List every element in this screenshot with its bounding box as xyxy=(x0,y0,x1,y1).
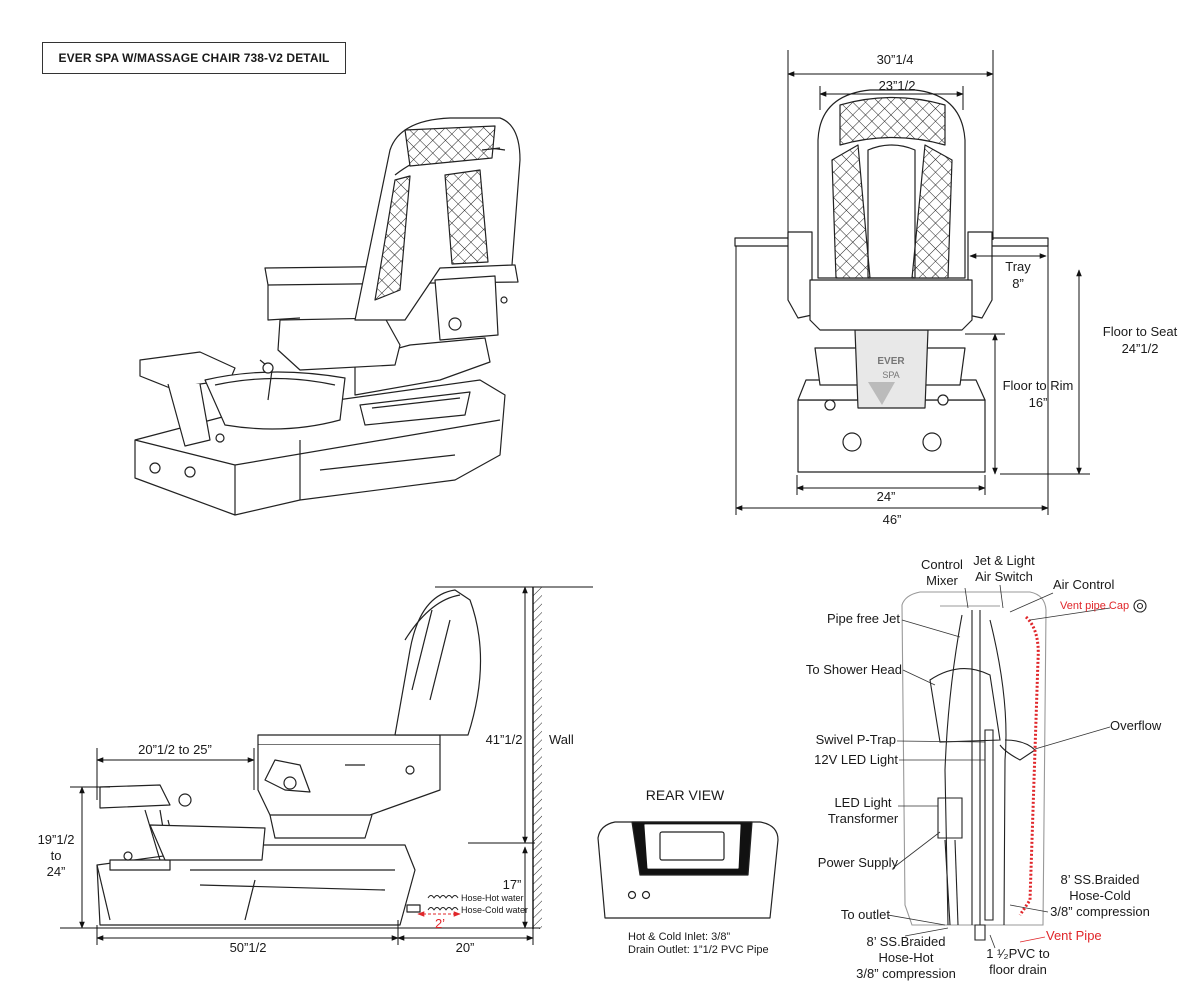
base-width-label: 24” xyxy=(876,489,896,504)
hose-hot-label-3: 3/8” compression xyxy=(856,966,956,981)
hose-cold-label-2: Hose-Cold xyxy=(1069,888,1131,903)
length-label: 50”1/2 xyxy=(229,940,267,955)
footrest-height-max: 24” xyxy=(46,864,66,879)
front-logo-bottom: SPA xyxy=(882,370,899,380)
jet-switch-label-2: Air Switch xyxy=(975,569,1033,584)
vent-pipe xyxy=(1018,615,1040,916)
overall-width-top-label: 30”1/4 xyxy=(876,52,914,67)
vent-pipe-label: Vent Pipe xyxy=(1046,928,1102,943)
led-transformer-label-2: Transformer xyxy=(827,811,899,826)
led-light-label: 12V LED Light xyxy=(814,752,898,767)
rear-inlet-note: Hot & Cold Inlet: 3/8” xyxy=(628,931,731,943)
drawing-title: EVER SPA W/MASSAGE CHAIR 738-V2 DETAIL xyxy=(42,42,346,74)
front-logo-top: EVER xyxy=(877,356,905,367)
hose-hot-label: Hose-Hot water xyxy=(461,893,524,903)
hose-cold-label-1: 8’ SS.Braided xyxy=(1060,872,1140,887)
floor-to-rim-label: Floor to Rim xyxy=(1002,378,1074,393)
control-mixer-label-2: Mixer xyxy=(926,573,958,588)
floor-to-rim-value: 16” xyxy=(1028,395,1048,410)
vent-pipe-cap-label: Vent pipe Cap xyxy=(1060,600,1130,612)
front-view-dimensions xyxy=(735,50,1090,515)
hose-cold-label-3: 3/8” compression xyxy=(1050,904,1150,919)
power-supply-label: Power Supply xyxy=(817,855,898,870)
tray-label: Tray xyxy=(1005,259,1031,274)
overflow-label: Overflow xyxy=(1110,718,1162,733)
footrest-range-label: 20”1/2 to 25” xyxy=(138,742,212,757)
clearance-label: 20” xyxy=(455,940,475,955)
side-view-chair xyxy=(96,589,482,926)
floor-to-seat-label: Floor to Seat xyxy=(1102,324,1178,339)
wall-gap-height-label: 17” xyxy=(502,877,522,892)
rear-drain-note: Drain Outlet: 1”1/2 PVC Pipe xyxy=(628,944,769,956)
hose-gap-label: 2’ xyxy=(434,916,446,931)
air-control-label: Air Control xyxy=(1053,577,1115,592)
rear-view-heading: REAR VIEW xyxy=(645,787,725,803)
shower-head-label: To Shower Head xyxy=(805,662,902,677)
plumbing-leaders xyxy=(887,584,1111,949)
height-label: 41”1/2 xyxy=(485,732,523,747)
control-mixer-label-1: Control xyxy=(921,557,963,572)
floor-to-seat-value: 24”1/2 xyxy=(1121,341,1159,356)
plumbing-diagram xyxy=(901,591,1147,941)
wall-label: Wall xyxy=(549,732,574,747)
front-view-chair xyxy=(734,89,1049,473)
footrest-height-to: to xyxy=(50,848,62,863)
to-outlet-label: To outlet xyxy=(840,907,890,922)
pvc-label-1: 1 ¹⁄₂PVC to xyxy=(986,946,1050,961)
backrest-width-label: 23”1/2 xyxy=(878,78,916,93)
hose-cold-label: Hose-Cold water xyxy=(461,905,529,915)
rear-view-box xyxy=(597,821,779,919)
led-transformer-label-1: LED Light xyxy=(834,795,892,810)
pipe-free-jet-label: Pipe free Jet xyxy=(827,611,900,626)
tray-value: 8” xyxy=(1012,276,1024,291)
side-view-dimensions xyxy=(60,586,593,945)
footrest-height-label: 19”1/2 xyxy=(37,832,75,847)
isometric-chair-illustration xyxy=(134,117,521,516)
jet-switch-label-1: Jet & Light xyxy=(973,553,1035,568)
overall-width-label: 46” xyxy=(882,512,902,527)
p-trap-label: Swivel P-Trap xyxy=(815,732,896,747)
wall-hatch xyxy=(532,587,542,929)
hose-hot-label-2: Hose-Hot xyxy=(878,950,934,965)
pvc-label-2: floor drain xyxy=(989,962,1047,977)
hose-hot-label-1: 8’ SS.Braided xyxy=(866,934,946,949)
